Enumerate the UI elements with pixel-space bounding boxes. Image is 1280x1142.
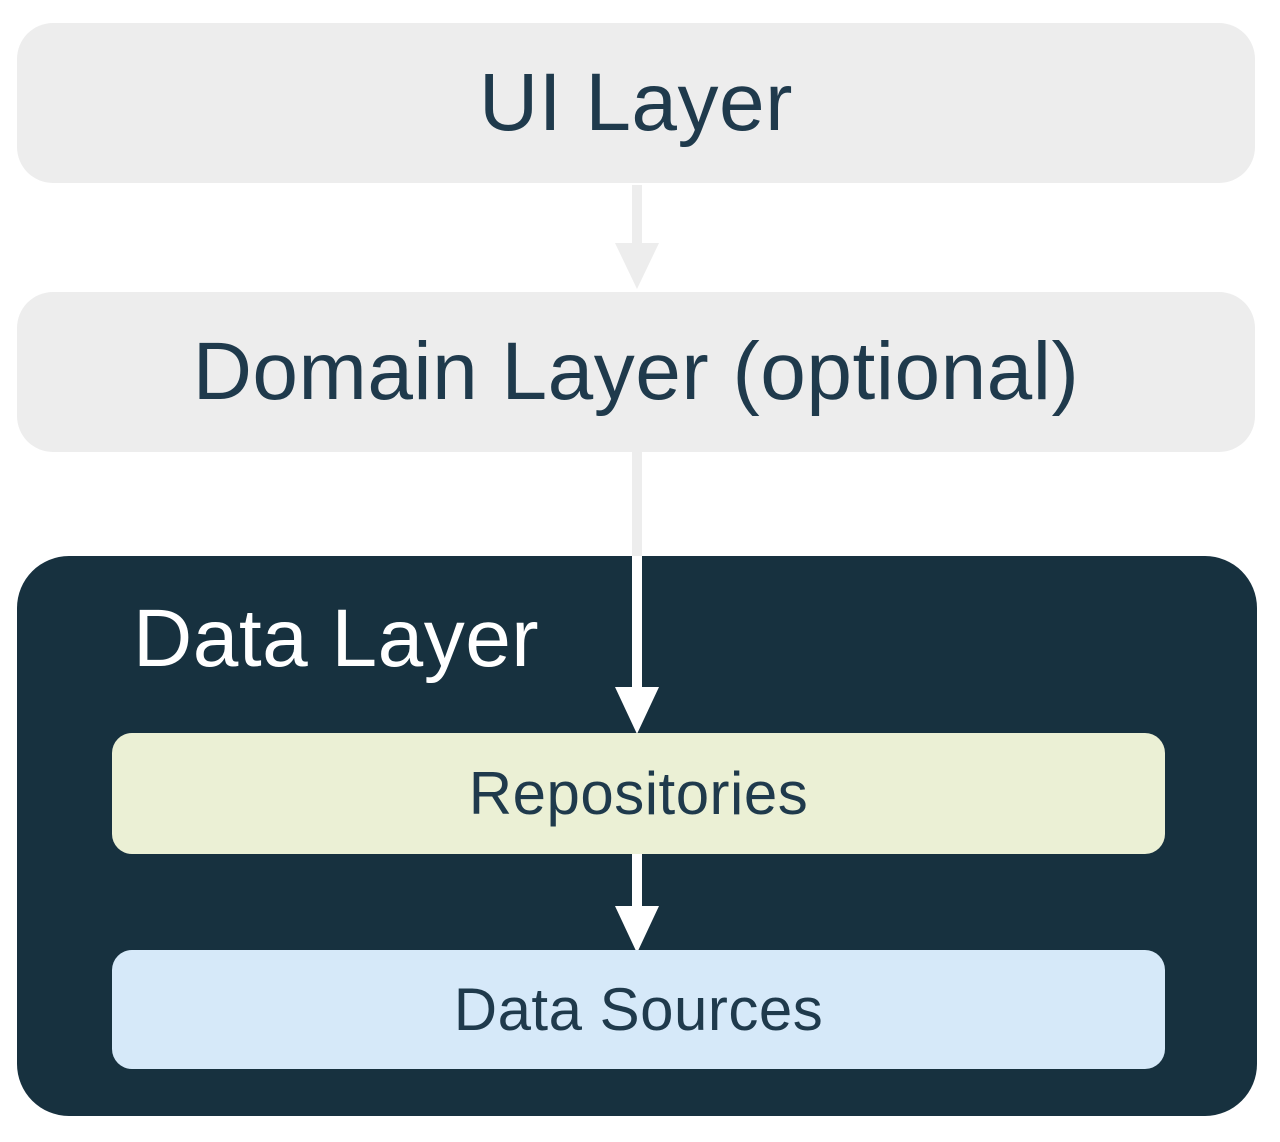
node-domain-layer-label: Domain Layer (optional) <box>192 326 1080 417</box>
arrow-shaft <box>632 854 642 907</box>
arrow-shaft <box>632 185 642 243</box>
node-domain-layer: Domain Layer (optional) <box>17 292 1255 452</box>
node-data-layer-label: Data Layer <box>133 593 540 684</box>
node-data-sources-label: Data Sources <box>453 976 824 1043</box>
node-data-sources: Data Sources <box>112 950 1165 1069</box>
arrow-head-icon <box>615 906 659 953</box>
node-repositories: Repositories <box>112 733 1165 854</box>
arrow-shaft <box>632 452 642 557</box>
arrow-head-icon <box>615 687 659 734</box>
node-ui-layer: UI Layer <box>17 23 1255 183</box>
node-repositories-label: Repositories <box>468 760 809 827</box>
arrow-head-icon <box>615 243 659 289</box>
node-ui-layer-label: UI Layer <box>479 57 793 148</box>
arrow-shaft <box>632 556 642 688</box>
